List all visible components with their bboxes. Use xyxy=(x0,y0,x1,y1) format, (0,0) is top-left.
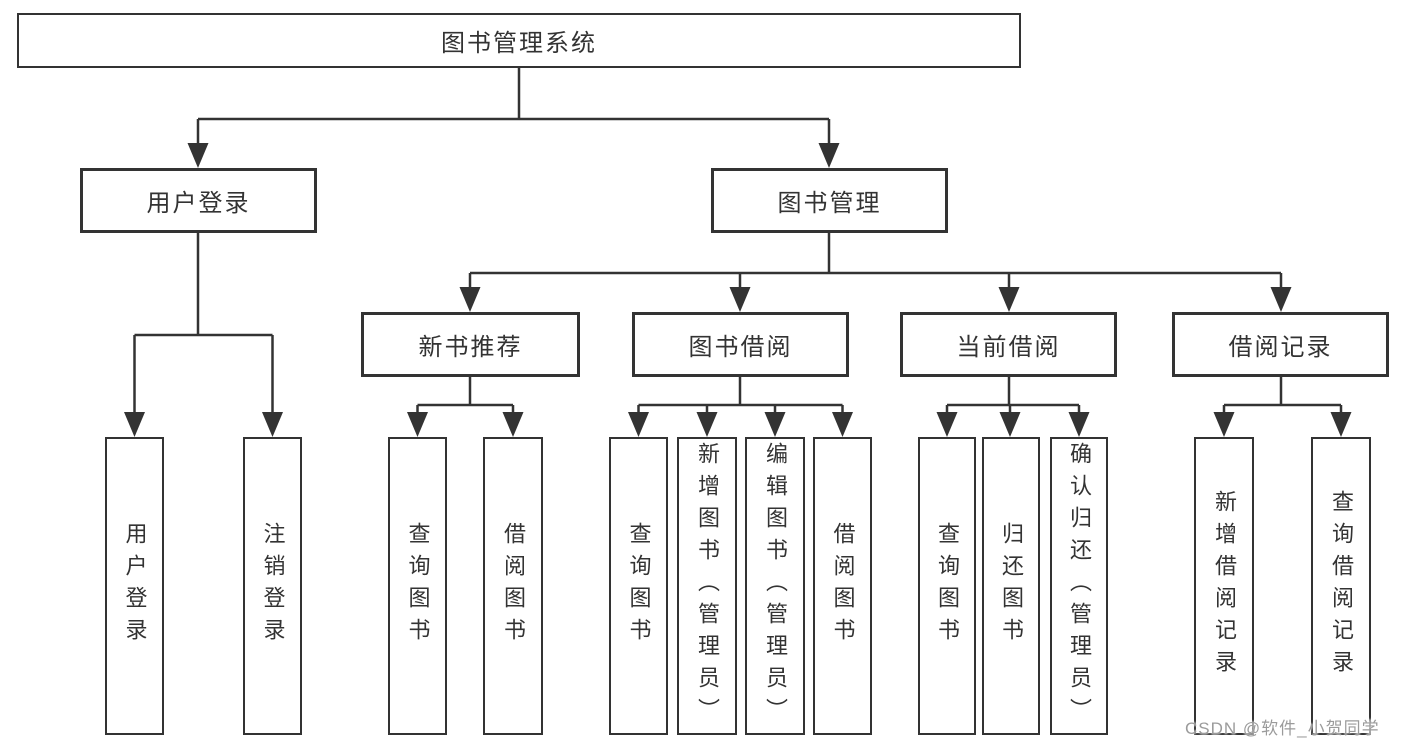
leaf-logout-login-label: 注销登录 xyxy=(260,522,286,650)
leaf-confirm-return-admin: 确认归还（管理员） xyxy=(1050,437,1108,735)
node-current-borrow: 当前借阅 xyxy=(900,312,1117,377)
leaf-query-books-recommend: 查询图书 xyxy=(388,437,447,735)
leaf-query-books-borrow-label: 查询图书 xyxy=(626,522,652,650)
node-new-book-recommend: 新书推荐 xyxy=(361,312,580,377)
leaf-query-books-borrow: 查询图书 xyxy=(609,437,668,735)
leaf-borrow-books-recommend: 借阅图书 xyxy=(483,437,543,735)
leaf-edit-books-admin: 编辑图书（管理员） xyxy=(745,437,805,735)
csdn-watermark: CSDN @软件_小贺同学 xyxy=(1185,719,1380,738)
leaf-add-books-admin-label: 新增图书（管理员） xyxy=(695,442,720,730)
leaf-borrow-books-label: 借阅图书 xyxy=(830,522,856,650)
leaf-user-login-label: 用户登录 xyxy=(122,522,148,650)
leaf-add-borrow-record: 新增借阅记录 xyxy=(1194,437,1254,735)
node-user-login: 用户登录 xyxy=(80,168,317,233)
leaf-query-books-current-label: 查询图书 xyxy=(935,522,960,650)
leaf-add-borrow-record-label: 新增借阅记录 xyxy=(1212,490,1237,682)
leaf-query-borrow-record: 查询借阅记录 xyxy=(1311,437,1371,735)
leaf-borrow-books: 借阅图书 xyxy=(813,437,872,735)
node-new-book-recommend-label: 新书推荐 xyxy=(418,334,523,361)
leaf-add-books-admin: 新增图书（管理员） xyxy=(677,437,737,735)
node-borrow-records: 借阅记录 xyxy=(1172,312,1389,377)
leaf-return-books: 归还图书 xyxy=(982,437,1040,735)
node-current-borrow-label: 当前借阅 xyxy=(956,334,1061,361)
node-root: 图书管理系统 xyxy=(17,13,1021,68)
node-user-login-label: 用户登录 xyxy=(146,190,251,217)
leaf-logout-login: 注销登录 xyxy=(243,437,302,735)
node-book-borrow: 图书借阅 xyxy=(632,312,849,377)
leaf-confirm-return-admin-label: 确认归还（管理员） xyxy=(1067,442,1092,730)
node-book-borrow-label: 图书借阅 xyxy=(688,334,793,361)
node-book-management-label: 图书管理 xyxy=(777,190,882,217)
leaf-return-books-label: 归还图书 xyxy=(999,522,1024,650)
leaf-query-borrow-record-label: 查询借阅记录 xyxy=(1329,490,1354,682)
node-book-management: 图书管理 xyxy=(711,168,948,233)
leaf-query-books-current: 查询图书 xyxy=(918,437,976,735)
leaf-user-login: 用户登录 xyxy=(105,437,164,735)
leaf-edit-books-admin-label: 编辑图书（管理员） xyxy=(763,442,788,730)
node-borrow-records-label: 借阅记录 xyxy=(1228,334,1333,361)
node-root-label: 图书管理系统 xyxy=(441,30,597,57)
leaf-query-books-recommend-label: 查询图书 xyxy=(405,522,431,650)
leaf-borrow-books-recommend-label: 借阅图书 xyxy=(501,522,526,650)
